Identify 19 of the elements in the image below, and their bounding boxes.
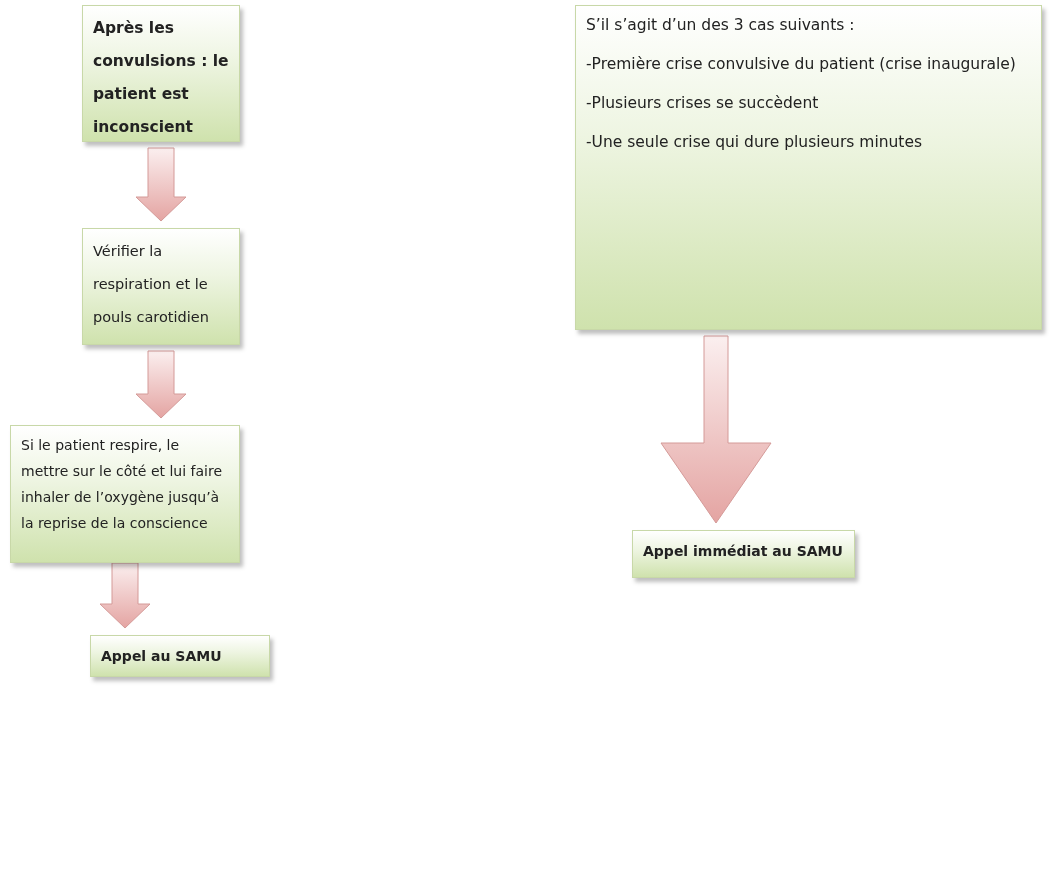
process-box (10, 425, 240, 563)
process-box (82, 5, 240, 142)
block-arrow (660, 335, 772, 524)
box-text: Après les convulsions : le patient est inconscient (93, 18, 229, 138)
process-box (575, 5, 1042, 330)
box-text: Si le patient respire, le mettre sur le côté et lui faire inhaler de l’oxygène jusqu’à la reprise de la conscience (21, 436, 223, 533)
box-text: -Une seule crise qui dure plusieurs minutes (586, 132, 924, 153)
box-text: Appel au SAMU (101, 647, 223, 666)
block-arrow (135, 147, 187, 222)
box-text: Appel immédiat au SAMU (643, 542, 844, 561)
box-text: -Plusieurs crises se succèdent (586, 93, 820, 114)
box-text: S’il s’agit d’un des 3 cas suivants : (586, 15, 856, 36)
process-box (90, 635, 270, 677)
box-text: -Première crise convulsive du patient (crise inaugurale) (586, 54, 1017, 75)
box-text: Vérifier la respiration et le pouls carotidien (93, 242, 210, 327)
block-arrow (135, 350, 187, 419)
process-box (82, 228, 240, 345)
process-box (632, 530, 855, 578)
block-arrow (99, 562, 151, 629)
